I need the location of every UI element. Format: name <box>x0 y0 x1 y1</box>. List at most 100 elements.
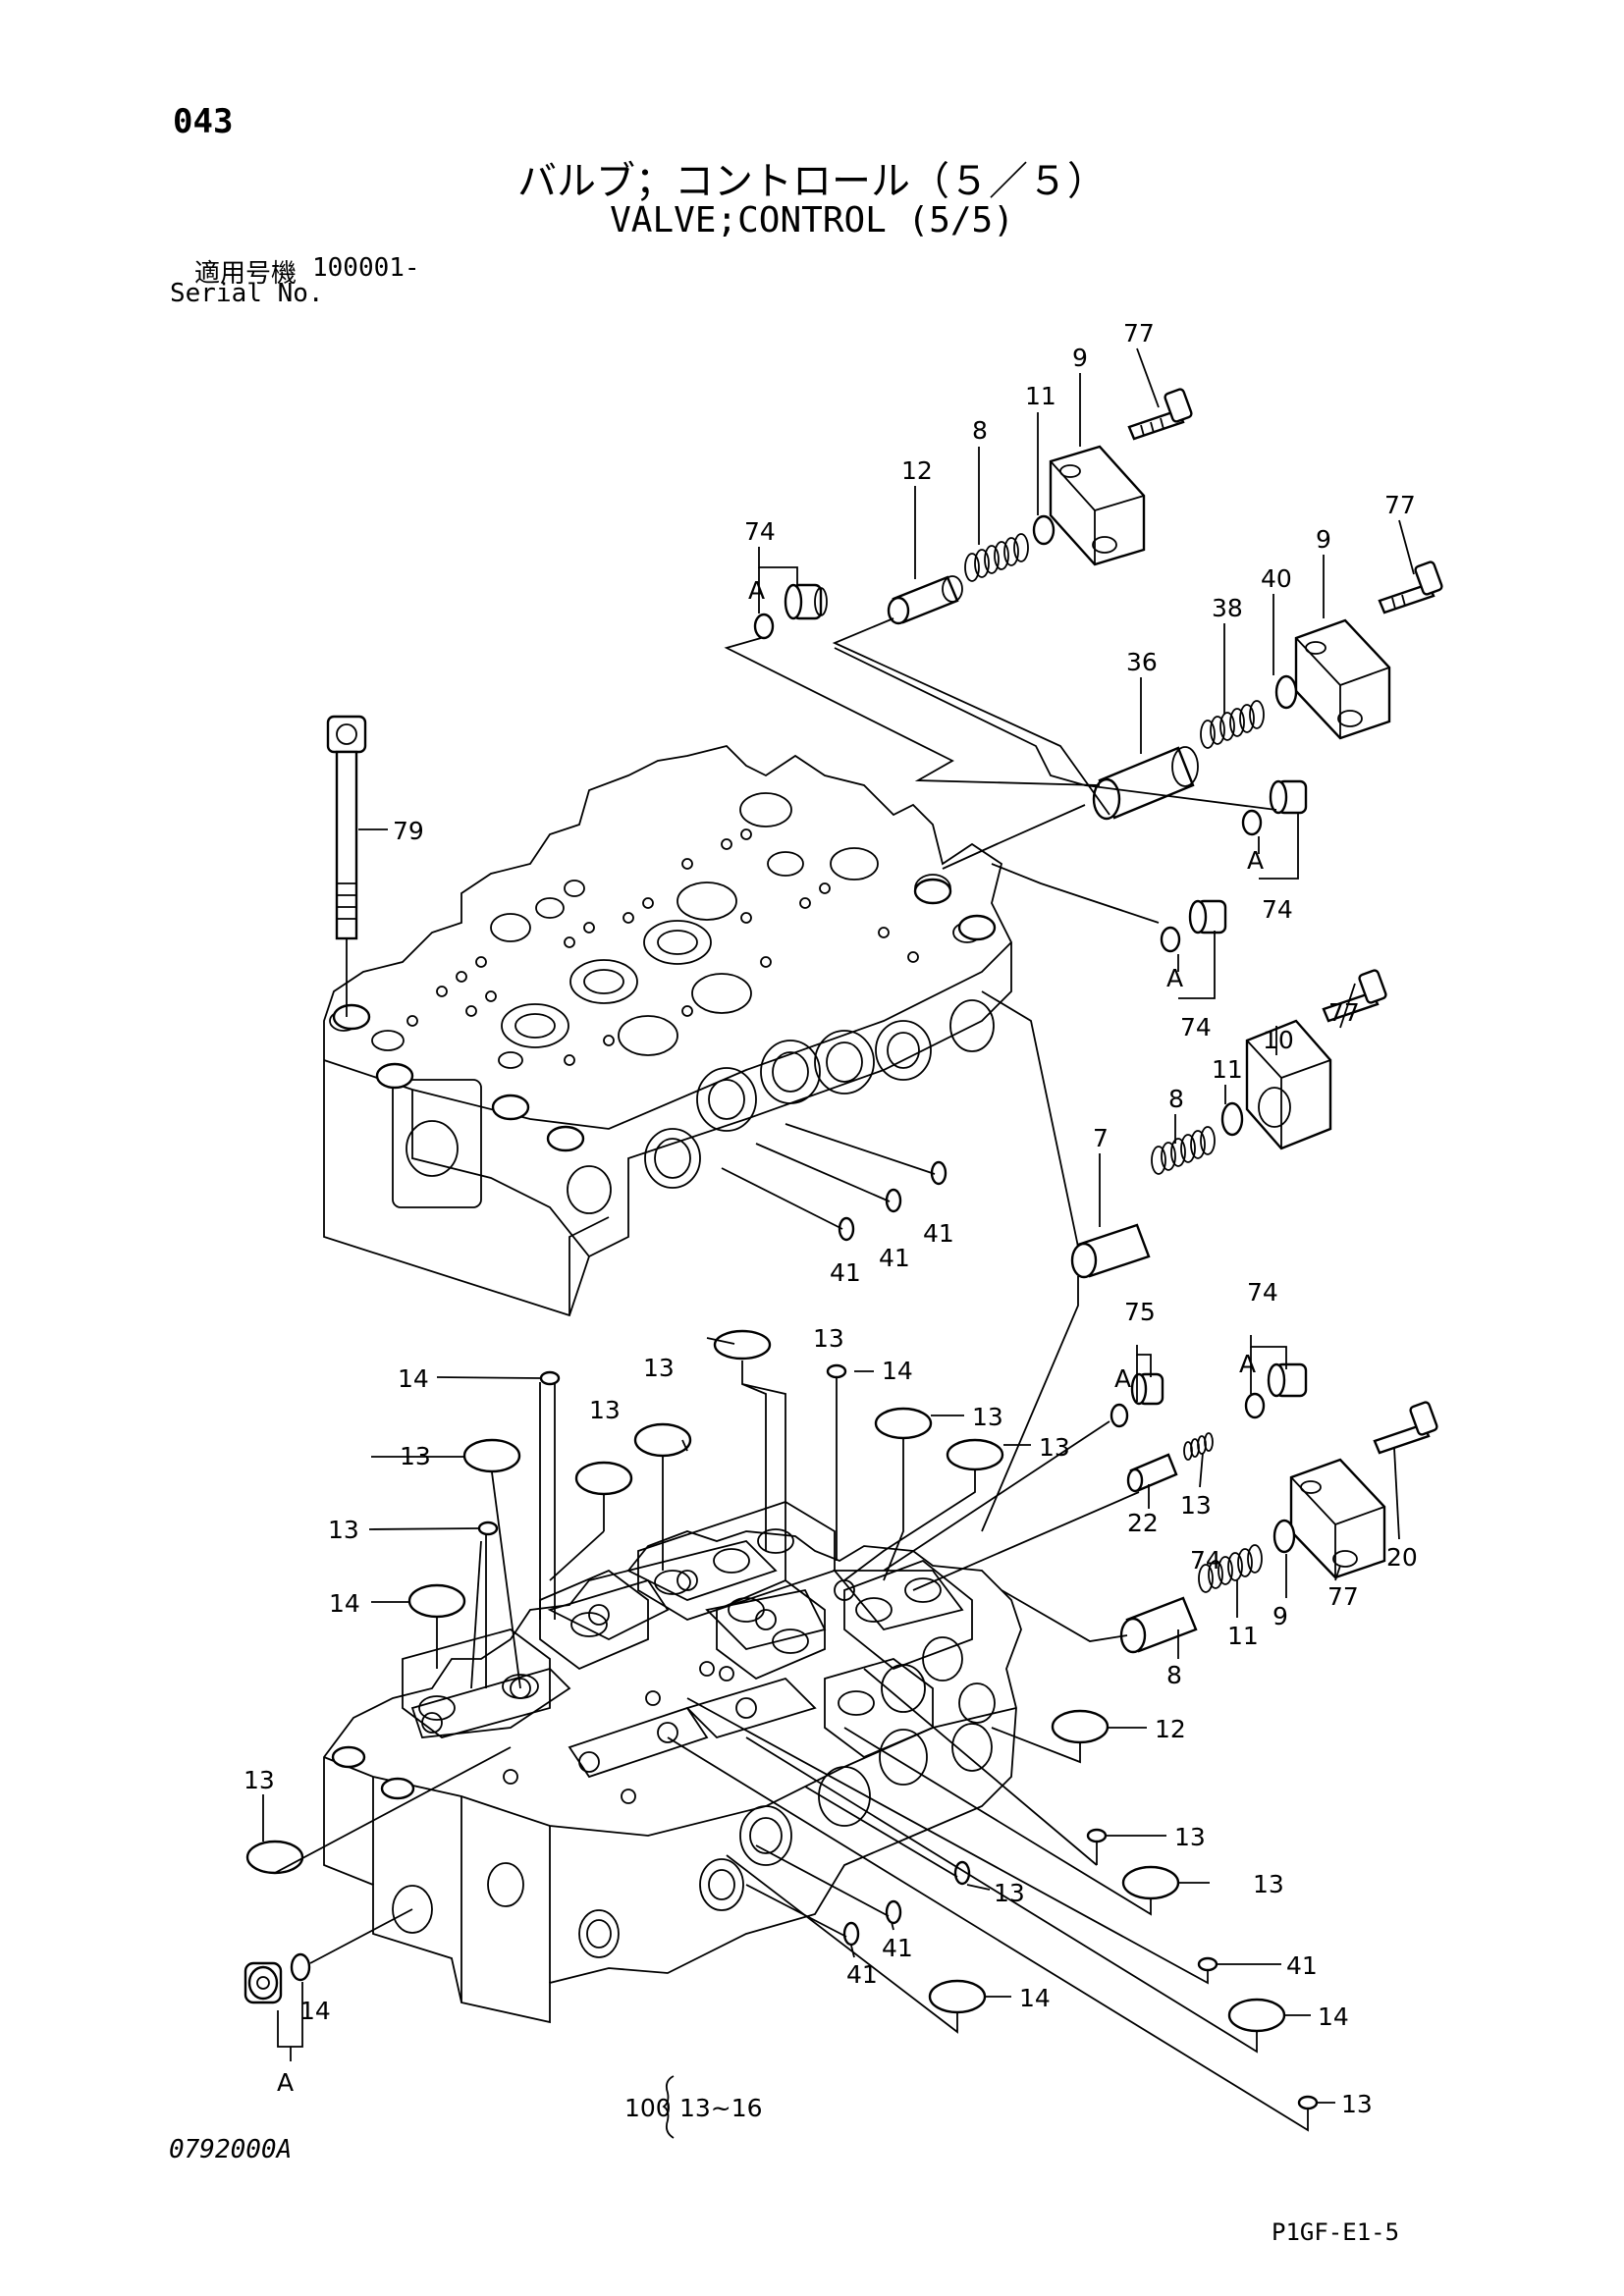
o-ring-11-top <box>1032 514 1056 546</box>
plug-74-third <box>1188 899 1227 934</box>
callout-41: 41 <box>923 1219 954 1248</box>
serial-number-value: 100001- <box>312 253 420 283</box>
callout-a: A <box>748 576 765 605</box>
assembly-range: 13~16 <box>679 2094 763 2122</box>
callout-41: 41 <box>846 1960 878 1989</box>
upper-body-ports <box>329 792 982 1069</box>
callout-9: 77 <box>1327 1582 1359 1611</box>
bolt-77-second <box>1378 561 1443 614</box>
bolt-77-top <box>1127 388 1193 441</box>
o-ring-14-f <box>1297 2095 1319 2110</box>
callout-13: 13 <box>813 1324 844 1353</box>
o-ring-13-i <box>245 1840 304 1875</box>
callout-13: 13 <box>643 1354 675 1382</box>
page-number: 043 <box>173 102 234 141</box>
callout-14: 14 <box>398 1364 429 1393</box>
callout-7: 7 <box>1093 1124 1109 1152</box>
callout-11: 11 <box>1025 382 1056 410</box>
o-ring-14-d <box>1086 1828 1108 1843</box>
o-ring-13-l <box>1227 1998 1286 2033</box>
o-ring-41-f <box>842 1921 860 1947</box>
callout-41: 41 <box>879 1244 910 1272</box>
serial-label-japanese: 適用号機 <box>194 259 298 289</box>
callout-a: A <box>1239 1350 1256 1378</box>
callout-13: 13 <box>1253 1870 1284 1898</box>
page-title-japanese: バルブ；コントロール（５／５） <box>517 159 1107 204</box>
o-ring-13-k <box>928 1979 987 2014</box>
callout-13: 14 <box>329 1589 360 1618</box>
cover-plate-9-lower <box>1289 1458 1386 1579</box>
callout-13: 12 <box>1155 1715 1186 1743</box>
bolt-79 <box>326 715 367 1017</box>
callout-41: 41 <box>830 1258 861 1287</box>
boss-lower-left <box>331 1745 366 1769</box>
callout-12: 12 <box>901 456 933 485</box>
callout-75: 75 <box>1124 1298 1156 1326</box>
cover-plate-9-top <box>1049 445 1146 566</box>
assembly-brace <box>662 2075 675 2139</box>
boss-upper-right <box>957 914 997 941</box>
cover-plate-10 <box>1245 1019 1332 1150</box>
callout-13: 14 <box>1019 1984 1051 2012</box>
o-ring-a-top <box>753 613 775 640</box>
callout-79: 79 <box>393 817 424 845</box>
callout-74: 74 <box>1262 895 1293 924</box>
o-ring-a-75 <box>1110 1403 1129 1428</box>
callout-leaders <box>262 347 1415 2104</box>
callout-10: 10 <box>1263 1026 1294 1054</box>
poppet-20 <box>1126 1453 1178 1493</box>
callout-77: 20 <box>1386 1543 1418 1572</box>
assembly-ref: 100 <box>624 2094 672 2122</box>
callout-14: 14 <box>882 1357 913 1385</box>
page-code: P1GF-E1-5 <box>1272 2218 1400 2246</box>
o-ring-13-f <box>946 1438 1004 1471</box>
callout-20: 22 <box>1127 1509 1159 1537</box>
o-ring-11-lower <box>1272 1519 1296 1554</box>
callout-12: 8 <box>1166 1661 1182 1689</box>
o-ring-40 <box>1274 674 1298 710</box>
callout-14: 13 <box>1174 1823 1206 1851</box>
boss-upper-left <box>332 1003 371 1031</box>
callout-77: 77 <box>1384 491 1416 519</box>
spring-8-middle <box>1151 1126 1216 1175</box>
o-ring-13-b <box>633 1422 692 1458</box>
spool-7 <box>1070 1223 1151 1279</box>
upper-valve-body <box>323 745 1012 1317</box>
callout-a: A <box>1114 1364 1131 1393</box>
plug-74-second <box>1269 779 1308 815</box>
o-ring-a-bottom-left <box>290 1952 311 1982</box>
o-ring-14-e <box>1197 1956 1218 1972</box>
spool-12-top <box>887 575 963 625</box>
o-ring-14-a <box>539 1370 561 1386</box>
callout-8: 74 <box>1190 1546 1221 1575</box>
upper-body-bolt-holes <box>406 828 919 1066</box>
o-ring-13-h <box>1051 1709 1110 1744</box>
callout-8: 8 <box>1168 1085 1184 1113</box>
callout-22: 13 <box>1180 1491 1212 1520</box>
o-ring-13-c <box>874 1407 933 1440</box>
plug-74-top <box>784 583 828 620</box>
o-ring-13-j <box>1121 1865 1180 1900</box>
callout-13: 13 <box>972 1403 1003 1431</box>
o-ring-13-g <box>407 1583 466 1619</box>
callout-13: 13 <box>1039 1433 1070 1462</box>
lower-leader-lines <box>274 1276 1309 2132</box>
callout-11: 9 <box>1272 1602 1288 1630</box>
boss-lower-left-2 <box>380 1777 415 1800</box>
callout-a: 14 <box>299 1997 331 2025</box>
bolt-77-third <box>1322 969 1387 1023</box>
callout-13: 13 <box>244 1766 275 1794</box>
callout-41: 13 <box>994 1879 1025 1907</box>
o-ring-a-second <box>1241 809 1263 836</box>
callout-74: 74 <box>1247 1278 1278 1307</box>
spring-8-top <box>964 533 1029 582</box>
callout-77: 77 <box>1328 998 1360 1027</box>
boss-upper-front-2 <box>546 1125 585 1152</box>
o-ring-11-middle <box>1220 1101 1244 1137</box>
callout-40: 40 <box>1261 564 1292 593</box>
o-ring-14-c <box>477 1521 499 1536</box>
callout-77: 77 <box>1123 319 1155 347</box>
serial-label-english: Serial No. <box>170 279 324 308</box>
o-ring-13-d <box>462 1438 521 1473</box>
spring-8-lower <box>1198 1544 1263 1593</box>
